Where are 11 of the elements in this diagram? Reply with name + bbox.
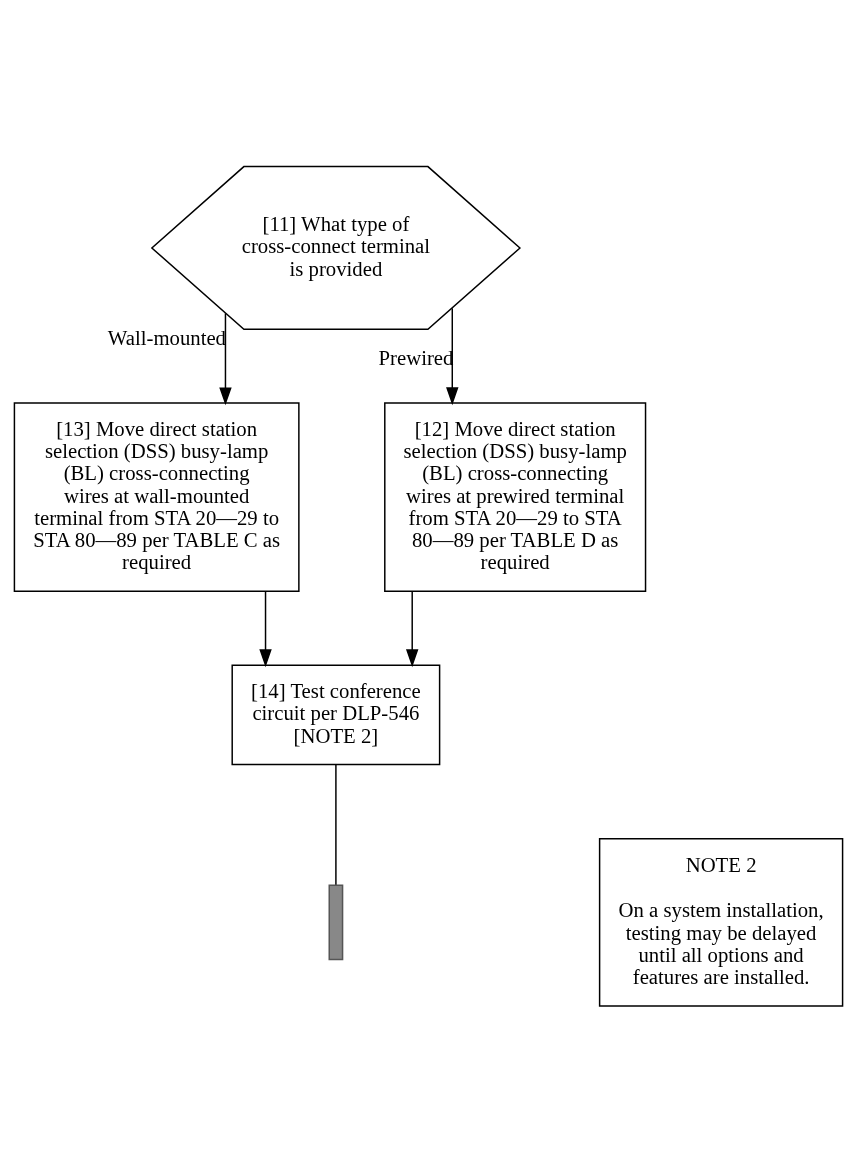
arrow xyxy=(405,590,419,667)
node-box: [12] Move direct station selection (DSS) busy-lamp (BL) cross-connecting wires at prewired terminal from STA 20—29 to STA 80—89 per TABLE D as required xyxy=(384,401,647,592)
arrow xyxy=(219,312,232,405)
arrow xyxy=(259,590,272,667)
connector xyxy=(335,763,337,885)
node-bar xyxy=(328,884,344,960)
edge-label: Prewired xyxy=(378,346,454,369)
node-box: [14] Test conference circuit per DLP-546 [NOTE 2] xyxy=(231,664,441,765)
arrow xyxy=(446,307,459,405)
node-box: [13] Move direct station selection (DSS) busy-lamp (BL) cross-connecting wires at wall-mounted terminal from STA 20—29 to STA 80—89 per TABLE C as required xyxy=(13,401,300,592)
node-box: NOTE 2 On a system installation, testing may be delayed until all options and features are installed. xyxy=(598,837,844,1007)
